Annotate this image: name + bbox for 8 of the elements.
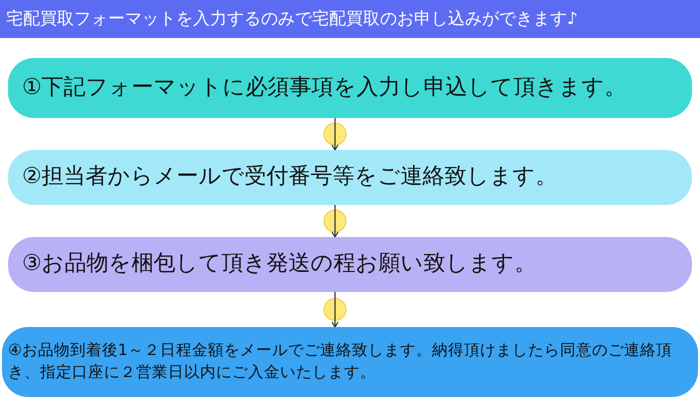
step-box: ②担当者からメールで受付番号等をご連絡致します。 [8, 150, 692, 205]
step-box: ③お品物を梱包して頂き発送の程お願い致します。 [8, 237, 692, 292]
arrow [331, 205, 339, 238]
title-banner: 宅配買取フォーマットを入力するのみで宅配買取のお申し込みができます♪ [0, 0, 700, 38]
arrow [331, 118, 339, 151]
step-box: ④お品物到着後1～２日程金額をメールでご連絡致します。納得頂けましたら同意のご連絡頂き、指定口座に２営業日以内にご入金いたします。 [2, 327, 698, 397]
step-box: ①下記フォーマットに必須事項を入力し申込して頂きます。 [8, 58, 692, 118]
arrow [331, 292, 339, 328]
